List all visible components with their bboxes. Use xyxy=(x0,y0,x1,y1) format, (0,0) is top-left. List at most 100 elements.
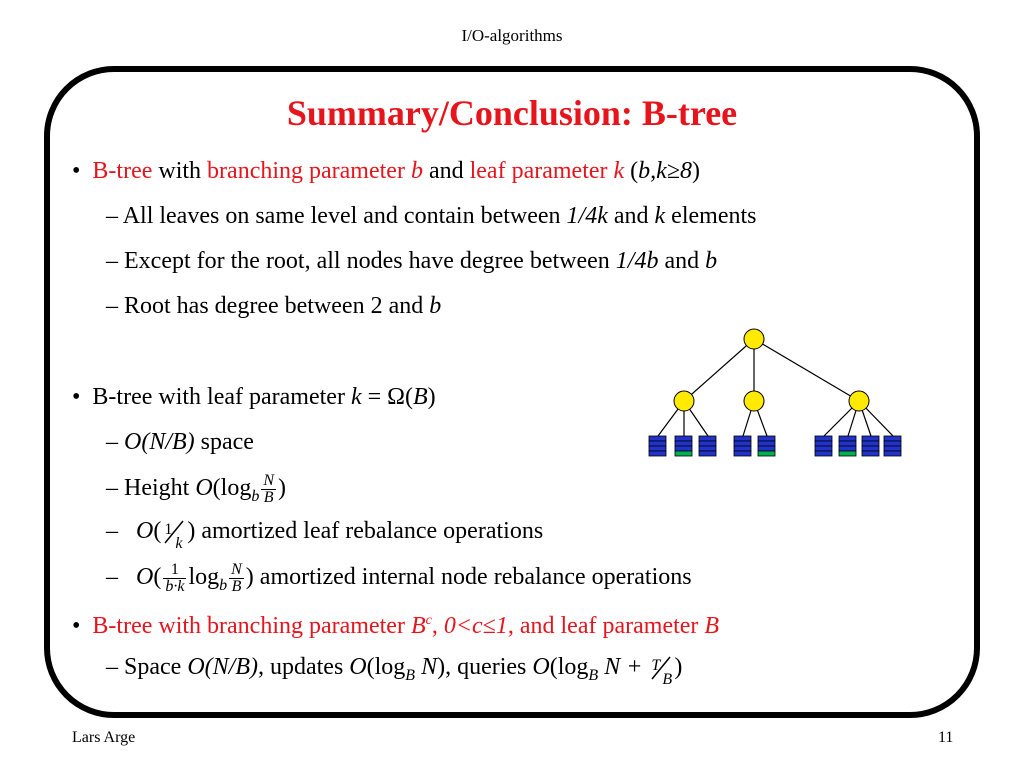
sub-line-2: – Except for the root, all nodes have de… xyxy=(106,246,717,276)
slash-icon xyxy=(651,657,671,680)
leaf-element xyxy=(698,440,717,447)
leaf-element xyxy=(648,450,667,457)
leaf-element xyxy=(733,435,752,442)
dash-icon: – xyxy=(106,203,118,229)
sub-line-1: – All leaves on same level and contain b… xyxy=(106,201,756,231)
leaf-element xyxy=(648,435,667,442)
leaf-element xyxy=(733,440,752,447)
text-k: k xyxy=(613,158,625,184)
text: B xyxy=(704,613,720,639)
math: O xyxy=(136,518,154,544)
leaf-element xyxy=(674,435,693,442)
leaf-element xyxy=(838,445,857,452)
btree-diagram xyxy=(648,328,902,457)
math: ) xyxy=(437,654,446,680)
frac-den: B xyxy=(662,671,673,689)
frac-num: T xyxy=(651,657,661,675)
text-paren-close: ) xyxy=(692,158,700,184)
frac-den: b·k xyxy=(165,578,185,595)
math: ) xyxy=(245,564,254,591)
frac-num: 1 xyxy=(164,521,173,539)
leaf-element xyxy=(733,445,752,452)
leaf-element xyxy=(838,440,857,447)
math: log xyxy=(188,564,220,591)
bullet-line-1: • B-tree with branching parameter b and … xyxy=(72,156,700,186)
text: Root has degree between 2 and xyxy=(124,293,430,319)
text-constraint: b,k≥8 xyxy=(638,158,692,184)
leaf-element xyxy=(838,450,857,457)
math-sub: b xyxy=(219,577,228,595)
text-paren: ( xyxy=(624,158,639,184)
leaf-element xyxy=(838,435,857,442)
bullet-line-2: • B-tree with leaf parameter k = Ω(B) xyxy=(72,382,436,412)
leaf-element xyxy=(814,440,833,447)
leaf-element xyxy=(861,450,880,457)
sub-line-4: – O(N/B) space xyxy=(106,427,254,457)
text: and xyxy=(607,203,655,229)
footer-author: Lars Arge xyxy=(72,729,136,746)
leaf-element xyxy=(814,445,833,452)
leaf-element xyxy=(698,450,717,457)
text: O(N/B), xyxy=(187,654,264,680)
bullet-icon: • xyxy=(72,384,81,410)
frac-num: 1 xyxy=(163,562,187,579)
dash-icon: – xyxy=(106,429,118,455)
text-b: b xyxy=(410,158,423,184)
tree-edges xyxy=(657,338,894,437)
leaf-blocks xyxy=(648,435,902,457)
leaf-element xyxy=(674,450,693,457)
text-branching: branching parameter xyxy=(207,158,411,184)
text-leaf: leaf parameter xyxy=(469,158,614,184)
leaf-element xyxy=(648,445,667,452)
text: 0<c≤1 xyxy=(443,613,508,639)
math: N + xyxy=(598,654,649,680)
internal-node xyxy=(743,390,765,412)
dash-icon: – xyxy=(106,518,118,544)
leaf-element xyxy=(757,435,776,442)
text: 1/4b xyxy=(615,248,659,274)
math: ( xyxy=(153,518,162,544)
internal-node xyxy=(673,390,695,412)
leaf-element xyxy=(861,445,880,452)
bullet-icon: • xyxy=(72,158,81,184)
leaf-element xyxy=(814,450,833,457)
leaf-element xyxy=(733,450,752,457)
math-sub: b xyxy=(251,488,260,506)
bullet-icon: • xyxy=(72,613,81,639)
leaf-element xyxy=(757,450,776,457)
text: and xyxy=(658,248,706,274)
math-sub: B xyxy=(588,667,599,684)
text: B xyxy=(410,613,426,639)
sub-line-3: – Root has degree between 2 and b xyxy=(106,291,441,321)
leaf-element xyxy=(883,445,902,452)
text-sup: c xyxy=(425,613,432,628)
text: 1/4k xyxy=(566,203,608,229)
math: ) xyxy=(674,654,683,680)
slide-title: Summary/Conclusion: B-tree xyxy=(286,93,738,133)
leaf-element xyxy=(883,440,902,447)
frac-den: B xyxy=(231,578,242,595)
leaf-element xyxy=(698,435,717,442)
text-with: with xyxy=(152,158,208,184)
frac-num: N xyxy=(229,561,244,579)
math: ( xyxy=(153,564,162,591)
text: amortized internal node rebalance operat… xyxy=(253,564,692,591)
math: O xyxy=(195,475,213,502)
leaf-element xyxy=(883,435,902,442)
frac-den: B xyxy=(263,489,274,506)
leaf-element xyxy=(757,440,776,447)
dash-icon: – xyxy=(106,654,118,680)
leaf-element xyxy=(861,440,880,447)
text: , and leaf parameter xyxy=(507,613,705,639)
slash-icon xyxy=(164,521,184,544)
root-node xyxy=(743,328,765,350)
leaf-element xyxy=(757,445,776,452)
math: N xyxy=(415,654,438,680)
leaf-element xyxy=(674,440,693,447)
